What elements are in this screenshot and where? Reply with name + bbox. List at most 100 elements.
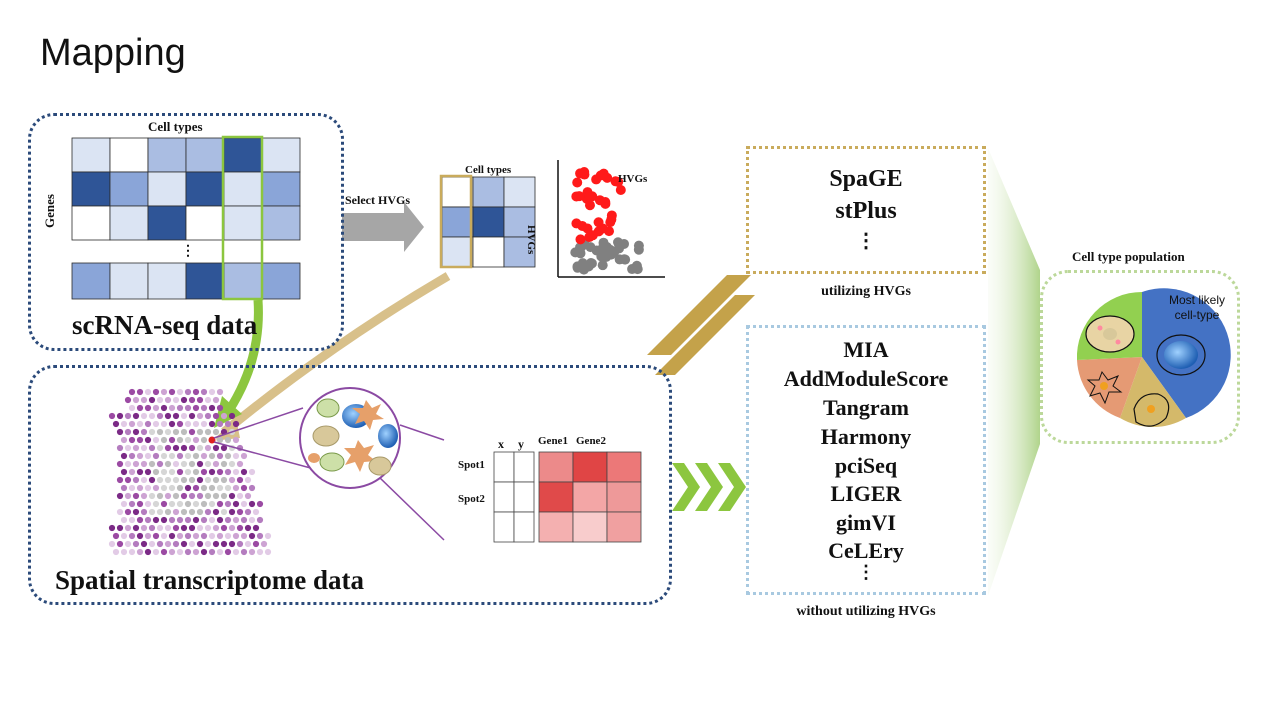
select-hvgs-arrow: [342, 202, 424, 252]
hvg-heatmap-cell: [503, 176, 536, 208]
tissue-spot: [156, 460, 164, 468]
tissue-spot: [132, 476, 140, 484]
green-chevron: [718, 463, 746, 511]
tissue-spot: [148, 412, 156, 420]
tissue-spot: [140, 460, 148, 468]
tissue-spot: [124, 540, 132, 548]
hvg-heatmap-cell: [472, 206, 505, 238]
method-gimvi: gimVI: [836, 510, 896, 535]
tissue-spot: [216, 484, 224, 492]
tissue-spot: [216, 516, 224, 524]
tissue-spot: [124, 492, 132, 500]
tissue-spot: [136, 468, 144, 476]
tissue-spot: [128, 420, 136, 428]
utilizing-hvgs-caption: utilizing HVGs: [821, 284, 911, 299]
tissue-spot: [140, 428, 148, 436]
tissue-spot: [180, 396, 188, 404]
tissue-spot: [168, 420, 176, 428]
tissue-spot: [208, 468, 216, 476]
tissue-spot: [216, 420, 224, 428]
tissue-spot: [196, 524, 204, 532]
tissue-spot: [140, 508, 148, 516]
tissue-spot: [176, 468, 184, 476]
tissue-spot: [124, 524, 132, 532]
tissue-spot: [188, 508, 196, 516]
tissue-spot: [160, 436, 168, 444]
sc-columns-label: Cell types: [148, 119, 203, 134]
spot-table-cell: [513, 511, 535, 543]
gene-heatmap-cell: [538, 511, 574, 543]
tissue-spot: [200, 404, 208, 412]
tissue-spot: [196, 428, 204, 436]
scatter-point-gray: [585, 242, 596, 253]
tissue-spot: [152, 484, 160, 492]
tissue-spot: [228, 508, 236, 516]
sc-ellipsis: ⋮: [181, 244, 195, 259]
tissue-spot: [128, 468, 136, 476]
tissue-spot: [168, 484, 176, 492]
tissue-spot: [200, 388, 208, 396]
tissue-spot: [156, 524, 164, 532]
tissue-spot: [260, 540, 268, 548]
tissue-spot: [156, 444, 164, 452]
tissue-spot: [160, 532, 168, 540]
sc-heatmap-cell: [223, 205, 263, 241]
tissue-spot: [144, 548, 152, 556]
tissue-spot: [216, 388, 224, 396]
sc-heatmap-cell: [147, 171, 187, 207]
tissue-spot: [120, 484, 128, 492]
tissue-spot: [256, 516, 264, 524]
tissue-spot: [252, 508, 260, 516]
methods-to-population-fan: [988, 148, 1040, 596]
sc-heatmap-cell: [71, 137, 111, 173]
tissue-spot: [188, 540, 196, 548]
tissue-spot: [176, 484, 184, 492]
tissue-spot: [208, 516, 216, 524]
tissue-spot: [172, 444, 180, 452]
scatter-point-gray: [598, 248, 609, 259]
tissue-spot: [192, 532, 200, 540]
tissue-spot: [116, 540, 124, 548]
tissue-spot: [204, 476, 212, 484]
tissue-spot: [144, 500, 152, 508]
tissue-spot: [144, 468, 152, 476]
tissue-spot: [148, 540, 156, 548]
tissue-spot: [148, 492, 156, 500]
tissue-spot: [192, 420, 200, 428]
tissue-spot: [216, 436, 224, 444]
scatter-point-gray: [633, 244, 644, 255]
hvg-rows-label: HVGs: [525, 225, 537, 255]
tissue-spot: [140, 540, 148, 548]
tissue-spot: [200, 420, 208, 428]
tissue-spot: [160, 452, 168, 460]
tissue-spot: [128, 436, 136, 444]
tissue-spot: [236, 508, 244, 516]
tissue-spot: [216, 452, 224, 460]
tissue-spot: [160, 500, 168, 508]
gold-chevron: [707, 275, 755, 315]
tissue-spot: [208, 420, 216, 428]
tissue-spot: [136, 500, 144, 508]
tissue-spot: [148, 476, 156, 484]
tissue-spot: [168, 388, 176, 396]
tissue-spot: [132, 444, 140, 452]
tissue-spot: [144, 420, 152, 428]
scatter-point-red: [594, 195, 605, 206]
tissue-spot: [212, 444, 220, 452]
tissue-spot: [252, 524, 260, 532]
tissue-spot: [204, 412, 212, 420]
tissue-spot: [152, 404, 160, 412]
hvg-heatmap-cell: [441, 206, 474, 238]
tissue-spot: [144, 452, 152, 460]
tissue-spot: [220, 460, 228, 468]
scatter-point-red: [575, 234, 586, 245]
tissue-spot: [236, 540, 244, 548]
tissue-spot: [244, 476, 252, 484]
tissue-spot: [196, 476, 204, 484]
tissue-spot: [212, 412, 220, 420]
gold-chevron-arrows: [647, 275, 755, 375]
tissue-spot: [152, 420, 160, 428]
tissue-spot: [136, 484, 144, 492]
tissue-spot: [124, 412, 132, 420]
tissue-spot: [212, 476, 220, 484]
